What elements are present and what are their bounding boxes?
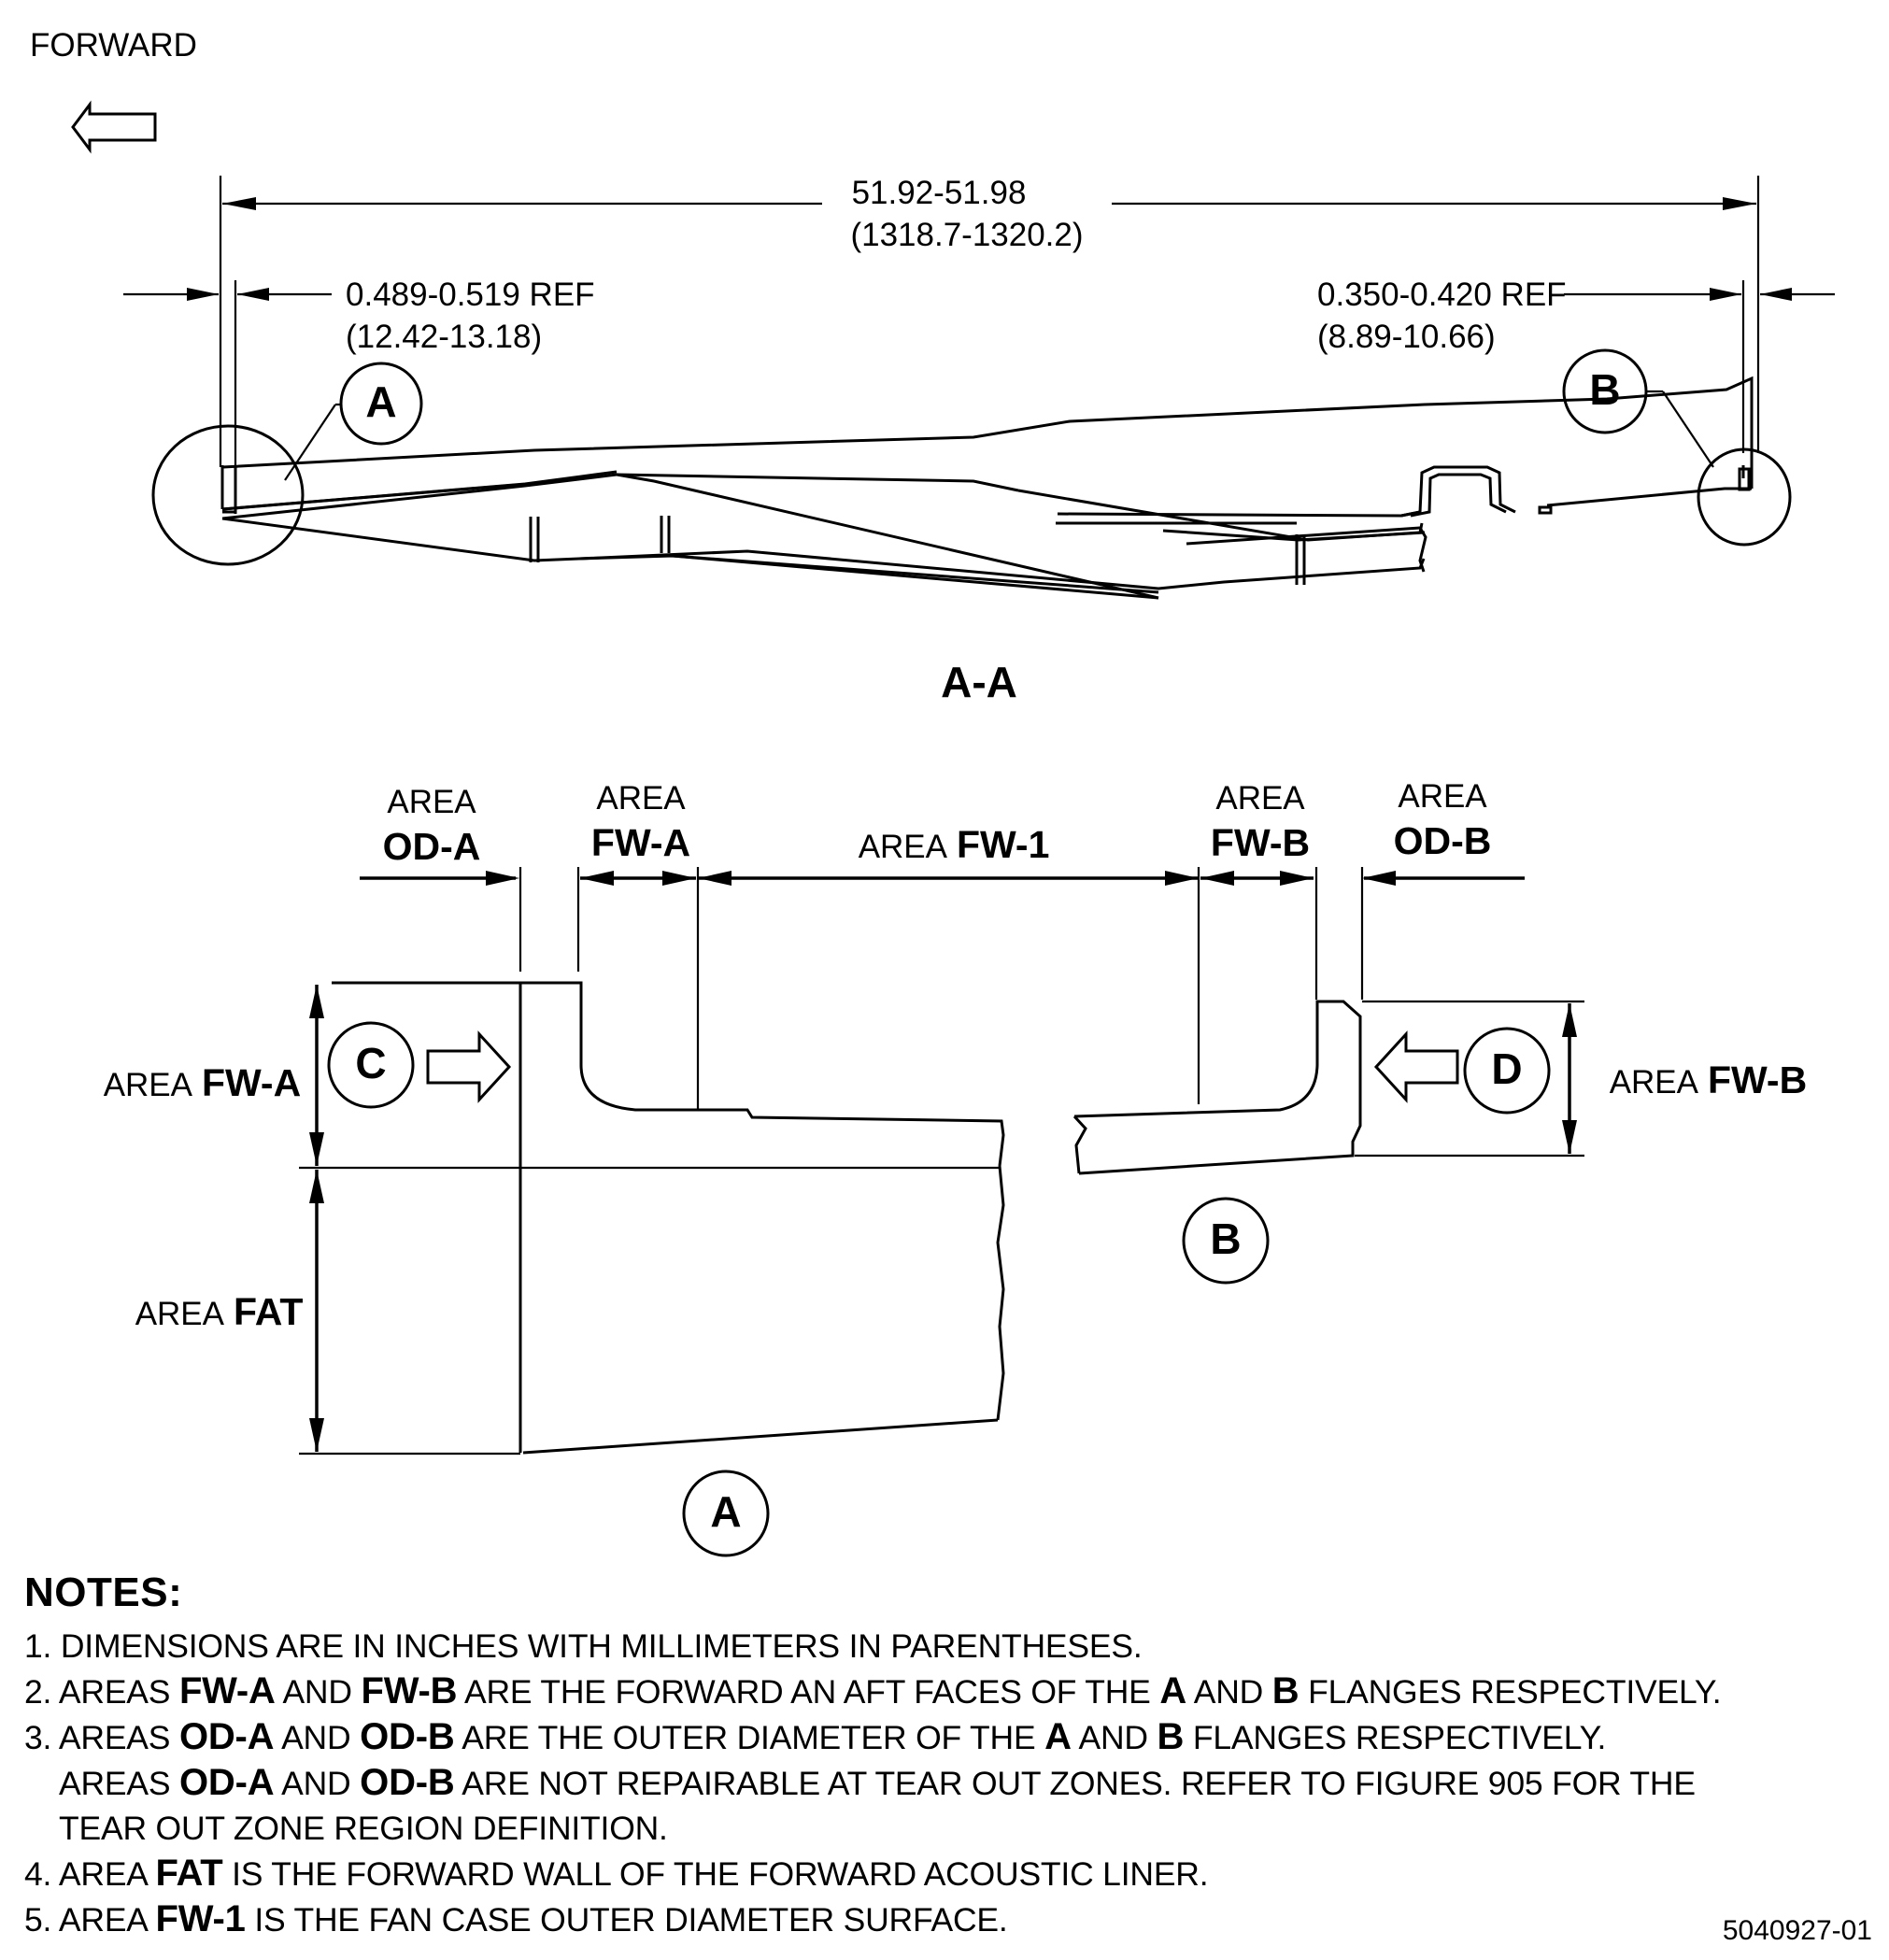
callout-a-label: A (365, 377, 396, 426)
area-fw-a-vertical-dimension: AREA FW-A (104, 985, 324, 1166)
area-fw-b-code: FW-B (1211, 821, 1310, 864)
detail-b-label: B (1210, 1214, 1241, 1263)
left-flange-dimension: 0.489-0.519 REF (12.42-13.18) (123, 277, 595, 355)
figure-number: 5040927-01 (1722, 1915, 1872, 1946)
area-od-a-word: AREA (387, 784, 476, 820)
callout-a-bubble (339, 362, 423, 446)
area-fat-code: FAT (234, 1290, 303, 1333)
note-2: 2. AREAS FW-A AND FW-B ARE THE FORWARD A… (24, 1670, 1722, 1711)
detail-b-bubble (1182, 1197, 1270, 1285)
forward-arrow-icon (71, 100, 157, 154)
notes-title: NOTES: (24, 1569, 183, 1615)
area-fw-1-code: FW-1 (957, 823, 1049, 866)
notes-section: NOTES: 1. DIMENSIONS ARE IN INCHES WITH … (24, 1569, 1855, 1942)
detail-a-bubble (682, 1470, 770, 1557)
left-dimension-inches: 0.489-0.519 REF (346, 277, 595, 313)
area-fw-a-word: AREA (596, 780, 686, 817)
area-fw-a-arrow (580, 871, 696, 886)
detail-a-flange (299, 981, 1005, 1456)
right-dimension-inches: 0.350-0.420 REF (1317, 277, 1567, 313)
section-view-label: A-A (941, 658, 1017, 706)
detail-a-label: A (710, 1487, 741, 1536)
area-fw-b-arrow (1200, 871, 1314, 886)
area-od-b-code: OD-B (1394, 819, 1492, 862)
right-area-fw-b-code: FW-B (1708, 1058, 1807, 1101)
left-area-fw-a-code: FW-A (202, 1061, 301, 1104)
callout-b-bubble (1562, 348, 1648, 434)
forward-label: FORWARD (30, 27, 197, 64)
view-d-label: D (1491, 1044, 1522, 1093)
fan-case-section (220, 376, 1754, 600)
view-d-arrow-icon (1373, 1030, 1459, 1103)
left-area-fw-a-word: AREA (104, 1067, 193, 1103)
area-fat-word: AREA (135, 1296, 225, 1332)
area-fw-b-vertical-dimension: AREA FW-B (1562, 1003, 1807, 1154)
view-c-arrow-icon (426, 1030, 512, 1103)
area-od-a-code: OD-A (383, 825, 481, 868)
note-3-continued-2: TEAR OUT ZONE REGION DEFINITION. (59, 1810, 668, 1847)
right-flange-dimension: 0.350-0.420 REF (8.89-10.66) (1317, 277, 1835, 355)
area-fat-vertical-dimension: AREA FAT (135, 1170, 324, 1452)
detail-circle-b (1697, 447, 1792, 547)
detail-circle-a (151, 424, 305, 566)
detail-b-flange (1072, 1000, 1584, 1175)
area-od-b-arrow (1362, 871, 1525, 886)
area-od-b-word: AREA (1398, 778, 1487, 815)
note-4: 4. AREA FAT IS THE FORWARD WALL OF THE F… (24, 1853, 1209, 1894)
area-fw-a-code: FW-A (591, 821, 690, 864)
left-dimension-mm: (12.42-13.18) (346, 319, 542, 355)
right-dimension-mm: (8.89-10.66) (1317, 319, 1496, 355)
view-d-bubble (1463, 1027, 1551, 1115)
note-3: 3. AREAS OD-A AND OD-B ARE THE OUTER DIA… (24, 1716, 1607, 1757)
section-drawing: FORWARD 51.92-51.98 (1318.7-1320.2) 0.48… (30, 27, 1835, 1557)
overall-dimension-inches: 51.92-51.98 (852, 175, 1027, 211)
area-fw-1-word: AREA (859, 829, 948, 865)
overall-dimension-mm: (1318.7-1320.2) (850, 217, 1083, 253)
note-1: 1. DIMENSIONS ARE IN INCHES WITH MILLIME… (24, 1627, 1143, 1665)
area-od-a-arrow (360, 871, 519, 886)
view-c-label: C (355, 1039, 386, 1087)
area-fw-b-word: AREA (1215, 780, 1305, 817)
note-5: 5. AREA FW-1 IS THE FAN CASE OUTER DIAME… (24, 1898, 1008, 1939)
callout-b-label: B (1589, 365, 1620, 414)
right-area-fw-b-word: AREA (1610, 1064, 1699, 1101)
note-3-continued: AREAS OD-A AND OD-B ARE NOT REPAIRABLE A… (59, 1762, 1696, 1803)
view-c-bubble (327, 1021, 415, 1109)
area-fw-1-arrow (698, 871, 1199, 886)
overall-dimension: 51.92-51.98 (1318.7-1320.2) (222, 175, 1756, 253)
